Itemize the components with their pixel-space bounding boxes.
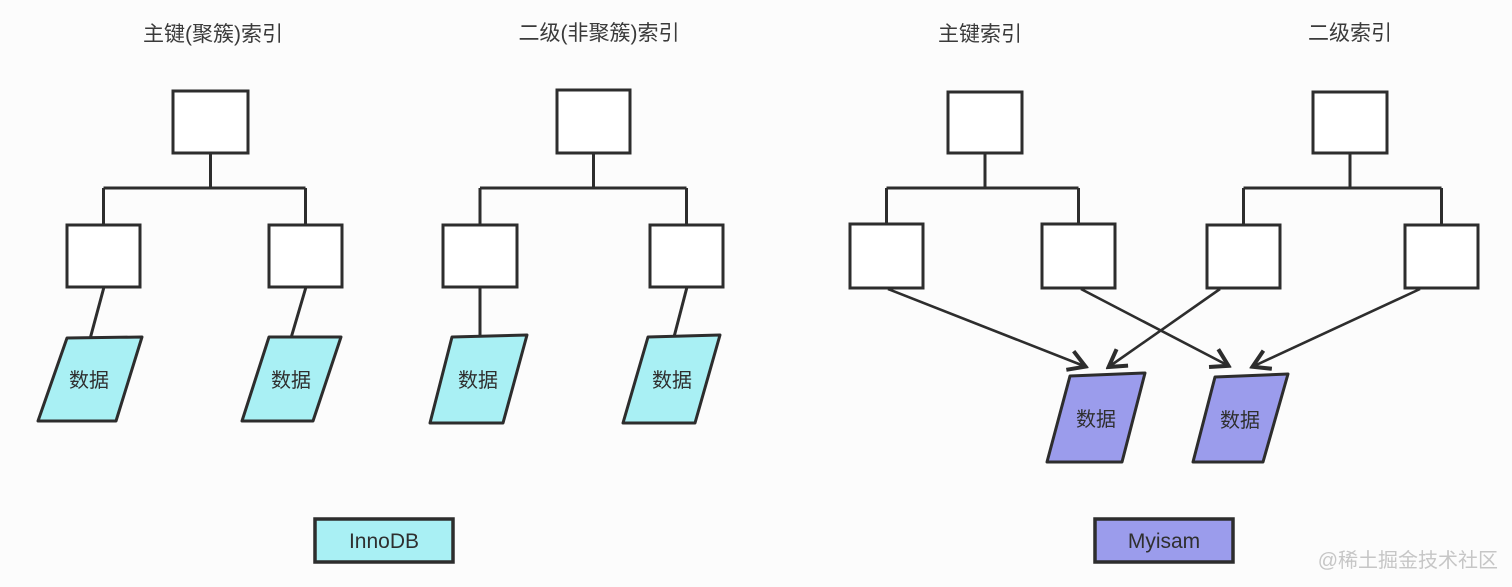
data-link-right: [289, 286, 308, 339]
data-node-right: [621, 333, 722, 425]
index-node-left: [848, 222, 925, 290]
tree-innodb-secondary-index: 二级(非聚簇)索引 数据 数据: [428, 22, 725, 425]
data-node-left: [36, 335, 144, 423]
tree-myisam-primary-index: 主键索引: [848, 23, 1227, 366]
index-node-left: [441, 223, 519, 289]
index-node-right: [648, 223, 725, 289]
tree-myisam-secondary-index: 二级索引: [1110, 22, 1480, 366]
data-node-label: 数据: [271, 369, 311, 392]
index-node-root: [555, 88, 632, 155]
data-node-label: 数据: [1076, 408, 1116, 431]
watermark: @稀土掘金技术社区: [1318, 549, 1498, 572]
index-node-right: [267, 223, 344, 289]
legend-innodb-label: InnoDB: [349, 530, 419, 553]
data-node-left: [1045, 371, 1147, 464]
data-pointer-arrow-right: [1080, 287, 1227, 365]
data-pointer-arrow-left: [887, 287, 1084, 366]
tree-connector: [885, 153, 1080, 224]
tree-connector: [102, 153, 307, 225]
index-node-right: [1040, 222, 1117, 290]
data-node-right: [1191, 372, 1290, 464]
tree-connector: [478, 153, 688, 225]
tree-title: 二级索引: [1308, 22, 1392, 45]
data-link-right: [672, 286, 689, 338]
data-pointer-arrow-left: [1110, 287, 1221, 366]
index-node-left: [1205, 223, 1282, 290]
data-node-right: [240, 335, 343, 423]
data-node-label: 数据: [1220, 409, 1260, 432]
legend-myisam-label: Myisam: [1128, 530, 1200, 553]
tree-title: 主键(聚簇)索引: [143, 23, 283, 46]
index-node-root: [946, 90, 1024, 155]
data-node-label: 数据: [458, 369, 498, 392]
data-node-label: 数据: [652, 369, 692, 392]
index-node-right: [1403, 223, 1480, 290]
index-node-left: [65, 223, 142, 289]
data-node-label: 数据: [69, 369, 109, 392]
tree-title: 主键索引: [938, 23, 1022, 46]
tree-title: 二级(非聚簇)索引: [519, 22, 680, 45]
tree-innodb-primary-index: 主键(聚簇)索引 数据 数据: [36, 23, 344, 423]
index-node-root: [1311, 90, 1389, 155]
legend: InnoDB Myisam: [313, 517, 1235, 564]
data-node-left: [428, 333, 529, 425]
legend-myisam-swatch: [1093, 517, 1235, 564]
data-link-left: [88, 286, 106, 340]
index-node-root: [171, 89, 250, 155]
legend-innodb-swatch: [313, 517, 455, 564]
data-pointer-arrow-right: [1254, 287, 1421, 366]
tree-connector: [1242, 153, 1443, 225]
myisam-shared-data-nodes: 数据 数据: [1045, 371, 1290, 464]
